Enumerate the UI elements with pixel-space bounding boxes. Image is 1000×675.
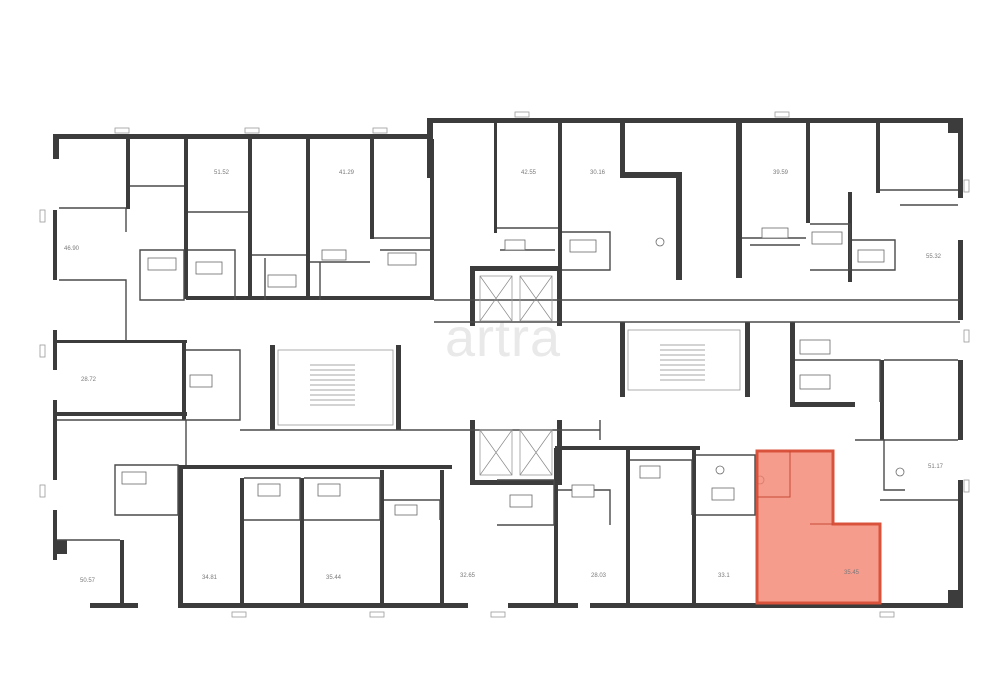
unit-area-label: 32.65	[460, 573, 476, 579]
unit-area-label: 46.90	[64, 246, 80, 252]
room-outlines	[57, 185, 960, 541]
fixtures	[121, 227, 905, 516]
unit-area-label: 39.59	[773, 170, 789, 176]
unit-area-label: 51.52	[214, 170, 230, 176]
watermark-text: artra	[445, 308, 561, 368]
unit-area-label: 28.72	[81, 377, 97, 383]
interior-walls	[57, 123, 884, 606]
window-markers	[39, 111, 970, 618]
unit-area-label: 30.16	[590, 170, 606, 176]
unit-area-label: 35.44	[326, 575, 342, 581]
unit-area-label-highlighted: 35.45	[844, 570, 860, 576]
unit-area-label: 42.55	[521, 170, 537, 176]
highlighted-apartment[interactable]	[755, 449, 882, 605]
unit-area-label: 41.29	[339, 170, 355, 176]
unit-area-label: 34.81	[202, 575, 218, 581]
unit-area-label: 51.17	[928, 464, 944, 470]
unit-area-label: 33.1	[718, 573, 730, 579]
stairs-and-lifts	[277, 275, 741, 476]
unit-area-label: 55.32	[926, 254, 942, 260]
unit-area-label: 28.03	[591, 573, 607, 579]
unit-area-label: 50.57	[80, 578, 96, 584]
area-labels: 46.90 51.52 41.29 42.55 30.16 39.59 55.3…	[64, 170, 944, 584]
